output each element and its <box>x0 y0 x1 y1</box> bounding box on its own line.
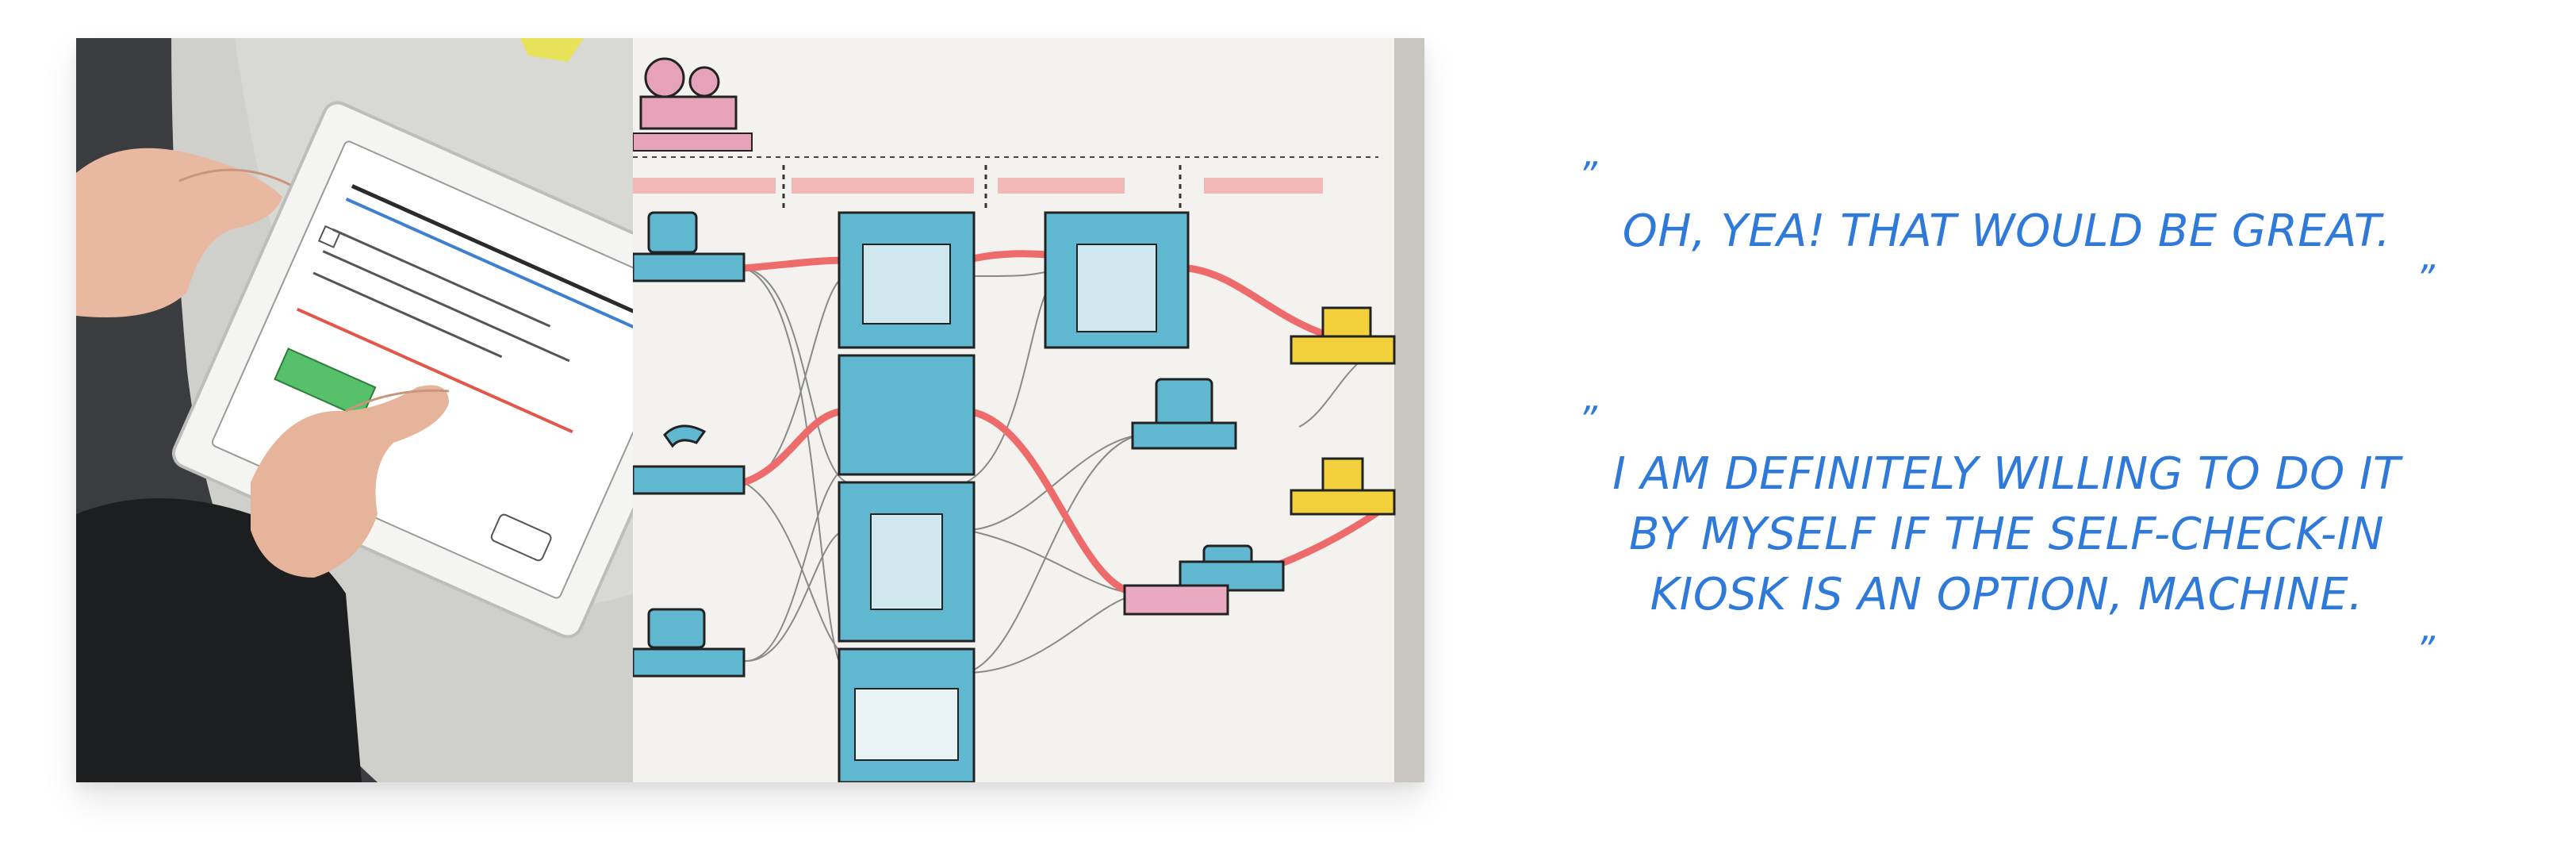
tablet-prototype-photo <box>76 38 633 782</box>
quote-text-2: I AM DEFINITELY WILLING TO DO IT BY MYSE… <box>1578 444 2435 625</box>
quote-line: BY MYSELF IF THE SELF-CHECK-IN <box>1628 509 2384 560</box>
quote-text-1: OH, YEA! THAT WOULD BE GREAT. <box>1622 205 2391 257</box>
close-quote-mark: ” <box>2416 257 2435 300</box>
open-quote-mark: ” <box>1578 154 1597 197</box>
open-quote-mark: ” <box>1578 398 1597 441</box>
close-quote-mark: ” <box>2416 628 2435 671</box>
quote-line: I AM DEFINITELY WILLING TO DO IT <box>1612 448 2401 500</box>
photo-collage <box>76 38 1424 782</box>
quote-block-2: ” I AM DEFINITELY WILLING TO DO IT BY MY… <box>1547 401 2482 687</box>
quote-block-1: ” OH, YEA! THAT WOULD BE GREAT. ” <box>1547 157 2482 316</box>
journey-map-photo <box>633 38 1424 782</box>
user-quotes: ” OH, YEA! THAT WOULD BE GREAT. ” ” I AM… <box>1547 135 2482 706</box>
quote-line: KIOSK IS AN OPTION, MACHINE. <box>1650 569 2363 620</box>
